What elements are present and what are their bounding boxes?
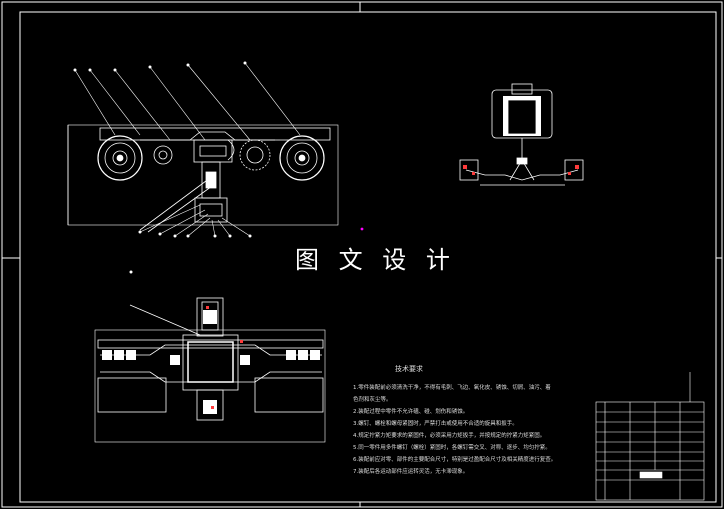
front-view-balloons <box>73 61 252 238</box>
tech-note-line: 6.装配前应对零、部件的主要配合尺寸，特别是过盈配合尺寸及相关精度进行复查。 <box>353 457 557 463</box>
tech-note-line: 4.规定拧紧力矩要求的紧固件，必须采用力矩扳手，并按规定的拧紧力矩紧固。 <box>353 433 546 439</box>
tech-note-line: 色剂和灰尘等。 <box>353 397 392 403</box>
tech-note-line: 2.装配过程中零件不允许磕、碰、划伤和锈蚀。 <box>353 409 469 415</box>
tech-note-line: 3.螺钉、螺栓和螺母紧固时，严禁打击或使用不合适的旋具和扳手。 <box>353 421 518 427</box>
top-view <box>94 297 326 443</box>
side-view <box>459 83 584 186</box>
origin-marker <box>360 227 364 231</box>
tech-note-line: 5.同一零件用多件螺钉（螺栓）紧固时，各螺钉需交叉、对称、逐步、均匀拧紧。 <box>353 445 551 451</box>
inner-border <box>19 11 717 503</box>
top-view-red-parts <box>206 306 243 409</box>
tech-note-line: 7.装配后各运动部件应运转灵活，无卡滞现象。 <box>353 469 469 475</box>
front-view-leaders <box>74 62 301 237</box>
tech-note-line: 1.零件装配前必须清洗干净，不得有毛刺、飞边、氧化皮、锈蚀、切屑、油污、着 <box>353 385 551 391</box>
tech-notes-title: 技术要求 <box>395 365 423 373</box>
top-view-rollers <box>102 270 320 414</box>
side-view-red-parts <box>463 165 579 175</box>
title-block <box>595 372 705 501</box>
watermark-text: 图 文 设 计 <box>295 246 456 274</box>
front-view <box>67 124 339 233</box>
